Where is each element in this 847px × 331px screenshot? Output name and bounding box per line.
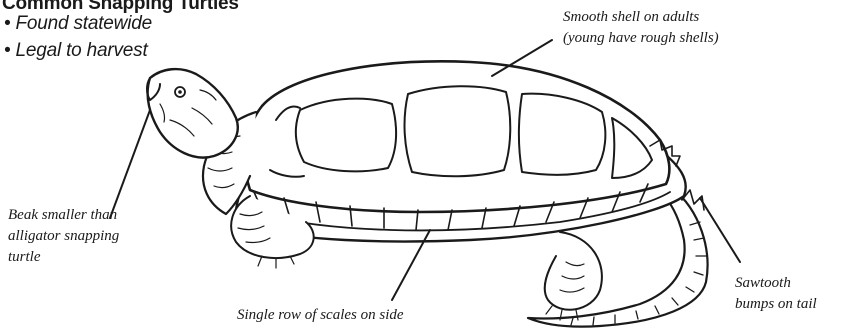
callout-beak-line-2: alligator snapping [8,226,119,247]
callout-scales: Single row of scales on side [237,305,404,326]
callout-beak-line-3: turtle [8,247,119,268]
bullet-found-statewide: • Found statewide [4,13,152,35]
callout-scales-line-1: Single row of scales on side [237,305,404,326]
callout-shell-line-1: Smooth shell on adults [563,7,719,28]
callout-shell-line-2: (young have rough shells) [563,28,719,49]
callout-tail-line-1: Sawtooth [735,273,817,294]
turtle-rear-leg [545,232,602,310]
callout-tail: Sawtooth bumps on tail [735,273,817,315]
callout-shell: Smooth shell on adults (young have rough… [563,7,719,49]
turtle-head [148,69,238,157]
callout-tail-line-2: bumps on tail [735,294,817,315]
callout-beak: Beak smaller than alligator snapping tur… [8,205,119,268]
bullet-legal-to-harvest: • Legal to harvest [4,40,148,62]
callout-beak-line-1: Beak smaller than [8,205,119,226]
leader-beak [110,110,150,218]
